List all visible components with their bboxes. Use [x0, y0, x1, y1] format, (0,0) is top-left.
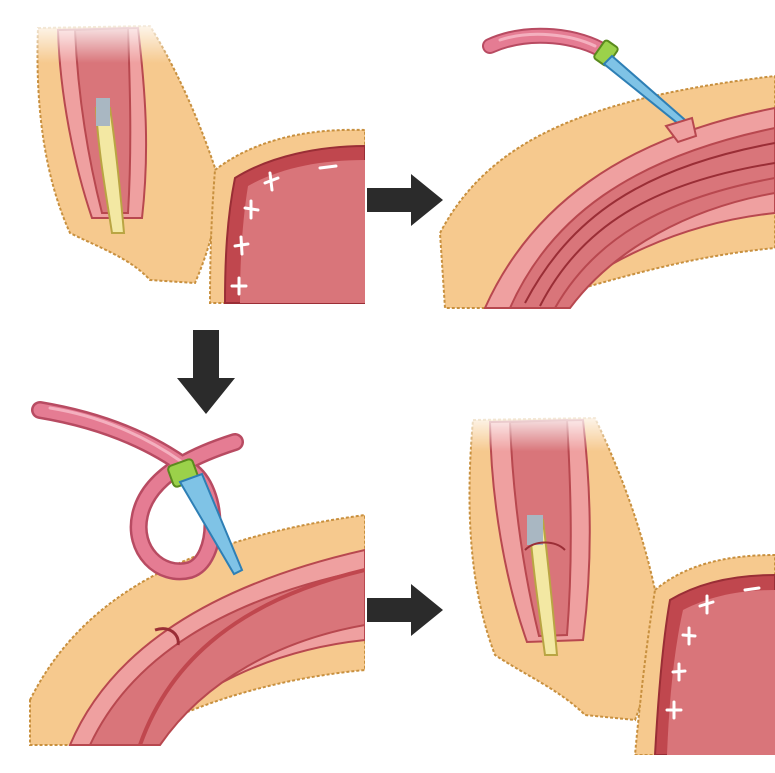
panel-final-placement [455, 410, 775, 755]
arrow-right-icon [365, 582, 445, 638]
needle [178, 472, 244, 576]
tract-line [524, 142, 775, 304]
arrow-right-icon [365, 172, 445, 228]
tract-line-2 [539, 162, 775, 307]
arrow-down-icon [175, 328, 237, 416]
panel-drain-in-wound [20, 18, 365, 318]
tract-line-3 [554, 177, 775, 309]
panel-tube-threading [20, 400, 365, 750]
tube-in-tract [138, 568, 365, 746]
panel-needle-insertion [430, 18, 775, 318]
